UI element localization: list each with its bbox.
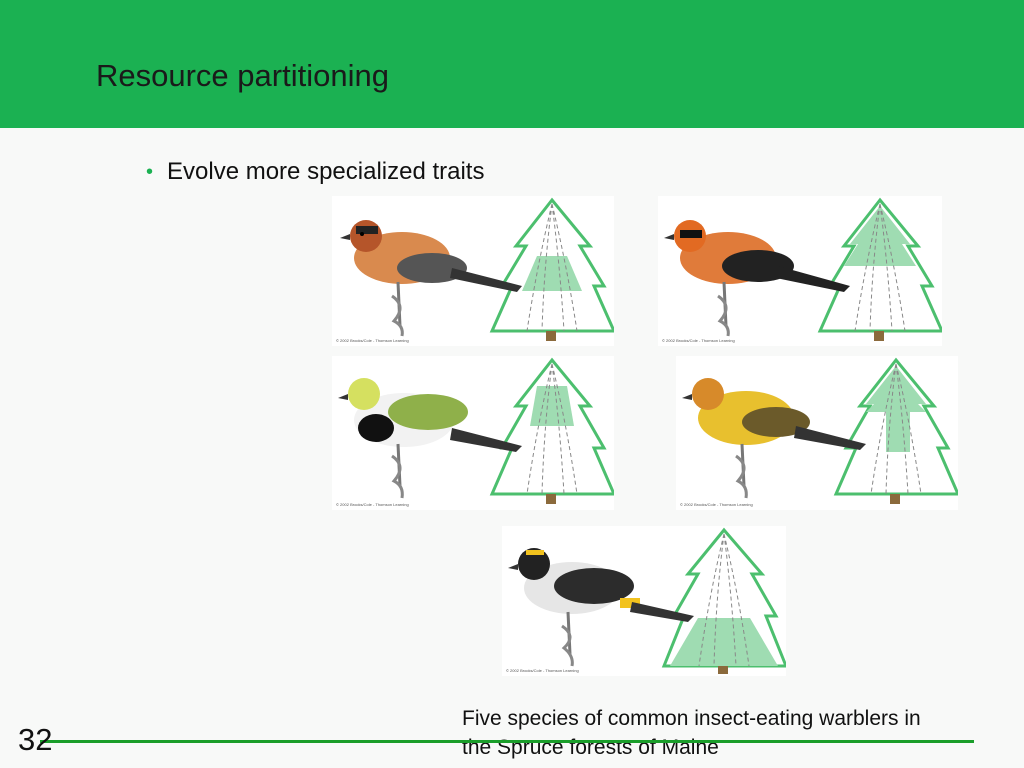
warbler-panel-3: © 2002 Brooks/Cole - Thomson Learning — [332, 356, 614, 510]
copyright-text: © 2002 Brooks/Cole - Thomson Learning — [336, 502, 409, 507]
bird-icon — [340, 220, 522, 337]
bullet-item: • Evolve more specialized traits — [146, 158, 484, 186]
warbler-panel-4: © 2002 Brooks/Cole - Thomson Learning — [676, 356, 958, 510]
spruce-tree-icon — [833, 357, 958, 504]
warbler-illustration-2: © 2002 Brooks/Cole - Thomson Learning — [662, 197, 942, 343]
spruce-tree-icon — [489, 197, 614, 341]
copyright-text: © 2002 Brooks/Cole - Thomson Learning — [662, 338, 735, 343]
copyright-text: © 2002 Brooks/Cole - Thomson Learning — [680, 502, 753, 507]
spruce-tree-icon — [489, 357, 614, 504]
slide-title: Resource partitioning — [96, 58, 389, 93]
bird-icon — [508, 548, 694, 667]
title-bar — [0, 0, 1024, 128]
slide-number: 32 — [18, 722, 53, 757]
bullet-icon: • — [146, 160, 154, 183]
warbler-illustration-4: © 2002 Brooks/Cole - Thomson Learning — [680, 357, 958, 507]
warbler-panel-5: © 2002 Brooks/Cole - Thomson Learning — [502, 526, 786, 676]
warbler-illustration-5: © 2002 Brooks/Cole - Thomson Learning — [506, 527, 786, 674]
copyright-text: © 2002 Brooks/Cole - Thomson Learning — [506, 668, 579, 673]
copyright-text: © 2002 Brooks/Cole - Thomson Learning — [336, 338, 409, 343]
warbler-panel-1: © 2002 Brooks/Cole - Thomson Learning — [332, 196, 614, 346]
bird-icon — [338, 378, 522, 499]
spruce-tree-icon — [817, 197, 942, 341]
warbler-panel-2: © 2002 Brooks/Cole - Thomson Learning — [658, 196, 942, 346]
bird-icon — [664, 220, 850, 337]
figure-caption: Five species of common insect-eating war… — [462, 707, 921, 759]
warbler-illustration-1: © 2002 Brooks/Cole - Thomson Learning — [336, 197, 614, 343]
footer-divider — [40, 740, 974, 743]
bullet-text: Evolve more specialized traits — [167, 158, 485, 185]
spruce-tree-icon — [661, 527, 786, 674]
warbler-illustration-3: © 2002 Brooks/Cole - Thomson Learning — [336, 357, 614, 507]
bird-icon — [682, 378, 866, 499]
